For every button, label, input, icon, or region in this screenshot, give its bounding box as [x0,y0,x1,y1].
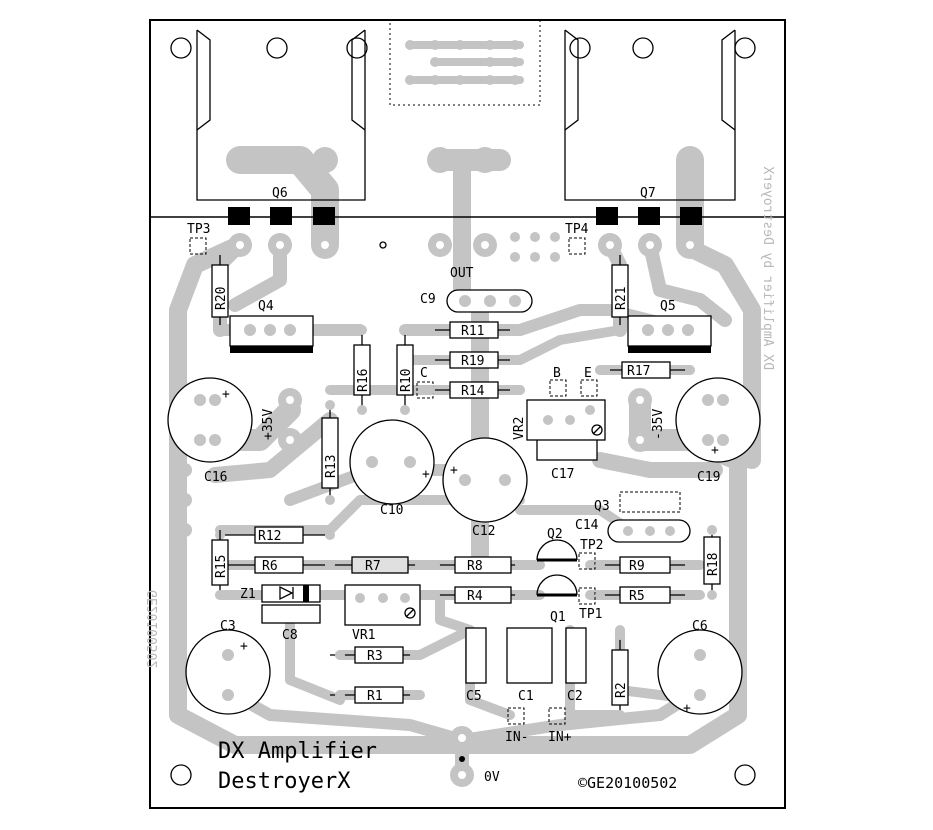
label-c-pad: C [420,366,428,381]
mirrored-text-right: DX Amplifier by DestroyerX [760,166,775,370]
board-title: DX Amplifier [218,739,377,764]
label-z1: Z1 [240,587,256,602]
label-c17: C17 [551,467,574,482]
label-r1: R1 [367,689,383,704]
label-q6: Q6 [272,186,288,201]
label-q1: Q1 [550,610,566,625]
label-c19: C19 [697,470,720,485]
transistor-q5 [627,315,712,353]
label-tp1: TP1 [579,607,602,622]
label-r9: R9 [629,559,645,574]
mirrored-text-left: GE20100502 [146,590,161,668]
label-c12: C12 [472,524,495,539]
label-e-pad: E [584,366,592,381]
resistors-horizontal [215,321,695,704]
label-c3: C3 [220,619,236,634]
capacitors-box [261,424,691,684]
label-vr2: VR2 [512,417,527,440]
label-r4: R4 [467,589,483,604]
label-tp3: TP3 [187,222,210,237]
plus-c6: + [683,701,691,716]
label-r12: R12 [258,529,281,544]
label-r6: R6 [262,559,278,574]
plus-c10: + [422,467,430,482]
board-author: DestroyerX [218,769,351,794]
trimpot-vr1 [344,584,421,626]
test-points [189,237,598,725]
label-c5: C5 [466,689,482,704]
label-v-pos: +35V [261,409,276,440]
zener-z1 [261,584,321,603]
label-c14: C14 [575,518,599,533]
plus-c16: + [222,387,230,402]
label-r20: R20 [214,287,229,310]
label-r13: R13 [324,455,339,478]
label-r15: R15 [214,555,229,578]
label-v-neg: -35V [651,409,666,440]
capacitors-electrolytic [167,377,761,715]
plus-c3: + [240,639,248,654]
label-r10: R10 [399,369,414,392]
label-out: OUT [450,266,474,281]
board-copyright: ©GE20100502 [578,774,677,792]
label-r21: R21 [614,287,629,310]
transistors-small [536,491,681,597]
plus-c19: + [711,443,719,458]
label-in-minus: IN- [505,730,528,745]
transistor-q6-body [196,29,366,225]
label-c16: C16 [204,470,227,485]
copper-pads [178,147,747,787]
label-vr1: VR1 [352,628,375,643]
label-r19: R19 [461,354,484,369]
resistors-vertical [211,255,721,720]
silkscreen-labels: Q6 Q7 TP3 TP4 Q4 Q5 OUT C9 R11 R19 R14 R… [146,166,775,794]
label-q2: Q2 [547,527,563,542]
label-r16: R16 [356,369,371,392]
label-r14: R14 [461,384,485,399]
label-r3: R3 [367,649,383,664]
mounting-holes [170,37,756,786]
label-in-plus: IN+ [548,730,572,745]
transistor-q7-body [564,29,736,225]
label-r17: R17 [627,364,650,379]
capacitor-c9 [446,289,533,313]
label-c6: C6 [692,619,708,634]
trimpot-vr2 [526,399,606,441]
transistor-q4 [229,315,314,353]
top-connector [389,19,541,106]
label-c9: C9 [420,292,436,307]
label-tp2: TP2 [580,538,603,553]
label-q7: Q7 [640,186,656,201]
label-q3: Q3 [594,499,610,514]
label-0v: 0V [484,770,500,785]
label-b-pad: B [553,366,561,381]
label-c1: C1 [518,689,534,704]
label-r8: R8 [467,559,483,574]
label-r2: R2 [614,682,629,698]
label-r11: R11 [461,324,484,339]
label-q4: Q4 [258,299,274,314]
label-r18: R18 [706,553,721,576]
label-q5: Q5 [660,299,676,314]
label-r5: R5 [629,589,645,604]
board-outline [149,19,786,809]
label-tp4: TP4 [565,222,589,237]
label-c8: C8 [282,628,298,643]
plus-c12: + [450,463,458,478]
label-c2: C2 [567,689,583,704]
label-r7: R7 [365,559,381,574]
label-c10: C10 [380,503,403,518]
